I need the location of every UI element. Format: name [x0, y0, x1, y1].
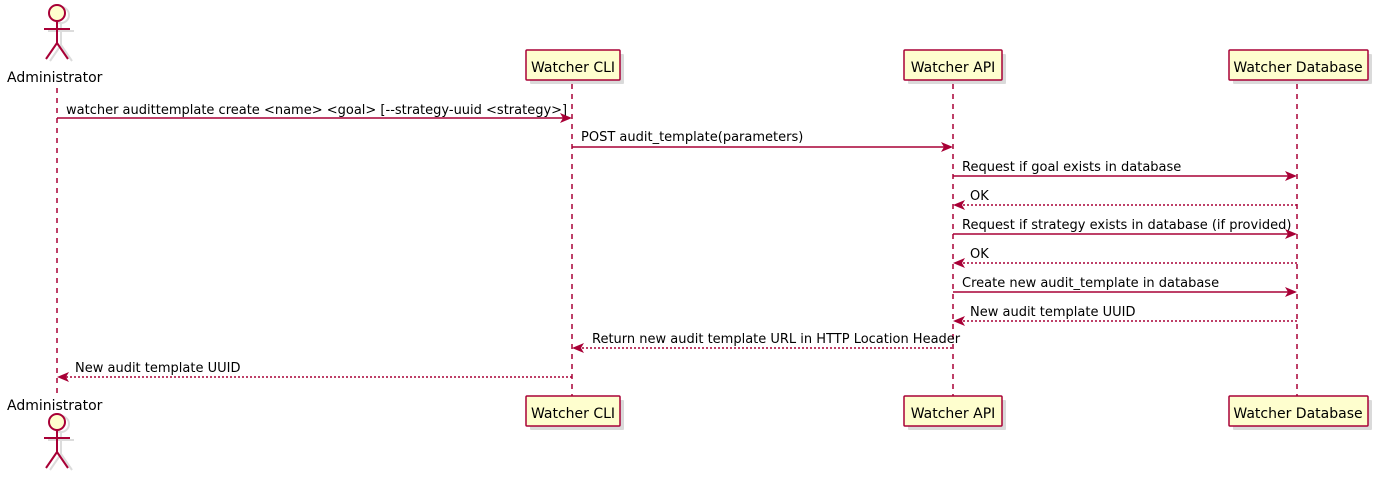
message-10-arrowhead: [57, 372, 69, 382]
actor-leg-right-icon: [56, 42, 69, 60]
actor-leg-right-icon: [56, 451, 69, 469]
participant-box-rect[interactable]: [903, 395, 1003, 427]
message-4-label: OK: [970, 189, 989, 204]
participant-label-watcher-api-top: Watcher API: [911, 60, 996, 76]
message-1: watcher audittemplate create <name> <goa…: [57, 103, 572, 123]
message-6-label: OK: [970, 247, 989, 262]
participant-box-watcher-cli-top[interactable]: Watcher CLI: [525, 49, 624, 84]
message-9-label: Return new audit template URL in HTTP Lo…: [592, 332, 961, 347]
message-5-label: Request if strategy exists in database (…: [962, 218, 1291, 233]
message-5-arrowhead: [1285, 229, 1297, 239]
message-4-arrowhead: [953, 200, 965, 210]
message-7-label: Create new audit_template in database: [962, 276, 1219, 291]
lifelines: [56, 84, 1298, 396]
message-2: POST audit_template(parameters): [572, 130, 953, 152]
participant-label-watcher-cli-top: Watcher CLI: [531, 60, 615, 76]
message-7: Create new audit_template in database: [953, 276, 1297, 297]
actor-head-icon: [48, 4, 66, 22]
participant-box-watcher-database-bottom[interactable]: Watcher Database: [1228, 395, 1372, 430]
participant-box-watcher-cli-bottom[interactable]: Watcher CLI: [525, 395, 624, 430]
message-2-arrowhead: [941, 142, 953, 152]
message-5: Request if strategy exists in database (…: [953, 218, 1297, 239]
message-3-label: Request if goal exists in database: [962, 160, 1181, 175]
message-6: OK: [953, 247, 1297, 268]
participant-box-watcher-api-top[interactable]: Watcher API: [903, 49, 1006, 84]
actor-label-top: Administrator: [7, 70, 103, 86]
message-3-arrowhead: [1285, 171, 1297, 181]
participant-box-rect[interactable]: [525, 49, 621, 81]
participant-box-rect[interactable]: [903, 49, 1003, 81]
participant-label-watcher-api-bottom: Watcher API: [911, 406, 996, 422]
actor-leg-left-icon: [45, 451, 58, 469]
participant-box-rect[interactable]: [525, 395, 621, 427]
message-10: New audit template UUID: [57, 361, 572, 382]
actor-leg-left-icon: [45, 42, 58, 60]
message-10-label: New audit template UUID: [75, 361, 240, 376]
message-9-arrowhead: [572, 343, 584, 353]
participant-box-watcher-api-bottom[interactable]: Watcher API: [903, 395, 1006, 430]
message-7-arrowhead: [1285, 287, 1297, 297]
message-4: OK: [953, 189, 1297, 210]
message-8: New audit template UUID: [953, 305, 1297, 326]
message-8-arrowhead: [953, 316, 965, 326]
participant-label-watcher-database-top: Watcher Database: [1233, 60, 1362, 76]
participant-box-rect[interactable]: [1228, 395, 1369, 427]
actor-administrator-bottom[interactable]: Administrator: [7, 398, 103, 471]
actor-head-icon: [48, 413, 66, 431]
participant-box-watcher-database-top[interactable]: Watcher Database: [1228, 49, 1372, 84]
message-8-label: New audit template UUID: [970, 305, 1135, 320]
message-2-label: POST audit_template(parameters): [581, 130, 803, 145]
participant-label-watcher-cli-bottom: Watcher CLI: [531, 406, 615, 422]
actor-label-bottom: Administrator: [7, 398, 103, 414]
actor-administrator-top[interactable]: Administrator: [7, 4, 103, 86]
message-9: Return new audit template URL in HTTP Lo…: [572, 332, 961, 353]
message-1-label: watcher audittemplate create <name> <goa…: [66, 103, 567, 118]
participant-box-rect[interactable]: [1228, 49, 1369, 81]
message-6-arrowhead: [953, 258, 965, 268]
participant-label-watcher-database-bottom: Watcher Database: [1233, 406, 1362, 422]
message-3: Request if goal exists in database: [953, 160, 1297, 181]
message-1-arrowhead: [560, 113, 572, 123]
